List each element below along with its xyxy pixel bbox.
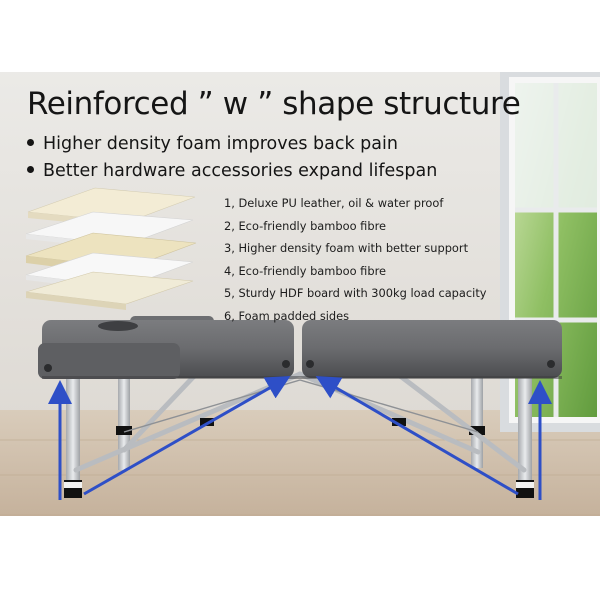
bullet-item: Better hardware accessories expand lifes… <box>27 161 437 181</box>
bullet-item: Higher density foam improves back pain <box>27 134 398 154</box>
layer-list: 1, Deluxe PU leather, oil & water proof … <box>224 192 487 328</box>
layer-item: 1, Deluxe PU leather, oil & water proof <box>224 196 444 210</box>
bullet-text: Better hardware accessories expand lifes… <box>43 161 438 181</box>
table-frame <box>64 369 534 498</box>
layer-item: 3, Higher density foam with better suppo… <box>224 241 469 256</box>
support-arrows <box>48 375 552 500</box>
bullet-dot-icon <box>27 165 34 173</box>
foam-layers <box>25 187 197 310</box>
bullet-dot-icon <box>27 138 34 146</box>
layer-item: 2, Eco-friendly bamboo fibre <box>224 218 387 233</box>
bullet-text: Higher density foam improves back pain <box>43 134 398 154</box>
layer-item: 4, Eco-friendly bamboo fibre <box>224 263 387 278</box>
layer-item: 6, Foam padded sides <box>224 308 350 323</box>
headline: Reinforced ” w ” shape structure <box>27 86 521 122</box>
window <box>500 72 600 432</box>
massage-table-top <box>38 316 562 379</box>
layer-item: 5, Sturdy HDF board with 300kg load capa… <box>224 286 487 301</box>
